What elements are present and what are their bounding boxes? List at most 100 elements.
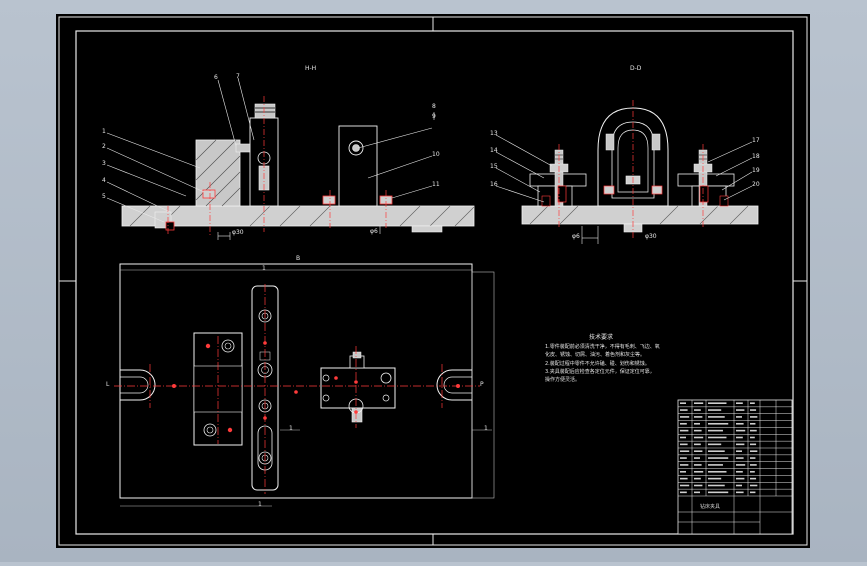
- side-callout-17: 17: [752, 137, 760, 144]
- parts-list-cell-text: [750, 464, 757, 466]
- parts-list-cell-text: [750, 443, 757, 446]
- front-view-title: H-H: [305, 65, 317, 72]
- parts-list-cell-text: [708, 477, 722, 480]
- dim-plan-top: 1: [262, 265, 266, 272]
- parts-list-cell-text: [680, 450, 690, 452]
- parts-list-cell-text: [680, 457, 687, 459]
- parts-list-cell-text: [736, 402, 743, 404]
- parts-list-cell-text: [694, 402, 704, 404]
- parts-list-cell-text: [694, 491, 700, 494]
- side-view-title: D-D: [630, 65, 642, 72]
- parts-list-cell-text: [694, 477, 701, 480]
- parts-list-cell-text: [694, 470, 704, 473]
- dim-front-bottom-left: φ30: [232, 229, 244, 236]
- parts-list-cell-text: [736, 450, 742, 452]
- parts-list-cell-text: [750, 436, 755, 439]
- side-callout-leaders: [495, 134, 753, 203]
- technical-requirements-title: 技术要求: [589, 334, 614, 341]
- plan-right-u-slot: [436, 369, 472, 401]
- parts-list-cell-text: [694, 450, 703, 452]
- front-callout-4: 4: [102, 177, 106, 184]
- front-callout-5: 5: [102, 193, 106, 200]
- side-callout-19: 19: [752, 167, 760, 174]
- parts-list-cell-text: [708, 429, 723, 432]
- side-callout-14: 14: [490, 147, 498, 154]
- parts-list-cell-text: [680, 477, 688, 480]
- parts-list-cell-text: [708, 450, 725, 452]
- side-callout-13: 13: [490, 130, 498, 137]
- front-view: [121, 96, 475, 240]
- plan-view: [114, 263, 495, 507]
- parts-list-cell-text: [680, 416, 690, 418]
- requirement-line: 1.零件装配前必须清洗干净，不得有毛刺、飞边、氧: [545, 344, 660, 351]
- parts-list-cell-text: [708, 416, 725, 418]
- parts-list-cell-text: [750, 422, 756, 425]
- parts-list-cell-text: [694, 436, 704, 439]
- plan-workpiece: [320, 367, 396, 409]
- parts-list-cell-text: [680, 422, 687, 425]
- requirement-line: 3.夹具装配后应检查各定位元件，保证定位可靠，: [545, 368, 655, 375]
- parts-list-cell-text: [680, 429, 689, 432]
- side-callout-15: 15: [490, 163, 498, 170]
- requirement-line: 化皮、锈蚀、切屑、油污、着色剂和灰尘等。: [545, 352, 646, 359]
- parts-list-cell-text: [708, 422, 729, 425]
- parts-list-cell-text: [750, 450, 758, 452]
- requirement-line: 2.装配过程中零件不允许磕、碰、划伤和锈蚀。: [545, 360, 650, 367]
- title-block-heading: 钻床夹具: [700, 504, 721, 510]
- parts-list-cell-text: [694, 484, 703, 487]
- side-callout-16: 16: [490, 181, 498, 188]
- parts-list-cell-text: [736, 477, 745, 480]
- front-callout-3: 3: [102, 160, 106, 167]
- parts-list-cell-text: [680, 464, 689, 466]
- front-callout-8: 8: [432, 103, 436, 110]
- parts-list-cell-text: [736, 429, 746, 432]
- parts-list-cell-text: [708, 491, 729, 494]
- front-callout-7: 7: [236, 73, 240, 80]
- dim-plan-right: P: [480, 381, 484, 388]
- technical-requirements: 技术要求 1.零件装配前必须清洗干净，不得有毛刺、飞边、氧 化皮、锈蚀、切屑、油…: [545, 334, 663, 384]
- parts-list-cell-text: [694, 464, 702, 466]
- title-block: [677, 399, 793, 535]
- parts-list-cell-text: [694, 429, 702, 432]
- parts-list-cell-text: [694, 443, 701, 446]
- parts-list-cell-text: [680, 402, 686, 404]
- parts-list-cell-text: [750, 402, 755, 404]
- parts-list-cell-text: [750, 484, 758, 487]
- parts-list-cell-text: [736, 491, 744, 494]
- parts-list-cell-text: [750, 457, 756, 459]
- parts-list-cell-text: [736, 484, 742, 487]
- parts-list-cell-text: [708, 443, 722, 446]
- front-base-plate: [121, 205, 475, 227]
- front-callout-leaders: [106, 77, 435, 223]
- side-base-plate: [521, 205, 759, 225]
- centering-marks: [59, 17, 807, 545]
- side-callout-20: 20: [752, 181, 760, 188]
- parts-list-cell-text: [694, 416, 703, 418]
- front-callout-6: 6: [214, 74, 218, 81]
- parts-list-cell-text: [736, 464, 746, 466]
- plan-left-u-slot: [120, 369, 156, 401]
- dim-plan-left: L: [106, 381, 110, 388]
- parts-list-cell-text: [708, 436, 727, 439]
- dim-plan-mid-left: 1: [289, 425, 293, 432]
- parts-list-cell-text: [736, 416, 742, 418]
- parts-list-cell-text: [750, 409, 757, 411]
- parts-list-cell-text: [750, 470, 755, 473]
- parts-list-cell-text: [736, 457, 744, 459]
- parts-list-cell-text: [708, 470, 727, 473]
- side-callout-18: 18: [752, 153, 760, 160]
- side-view: [521, 100, 759, 244]
- parts-list-cell-text: [750, 416, 758, 418]
- front-drill-bushing: [254, 103, 276, 119]
- dim-side-bottom: φ6: [572, 233, 580, 240]
- parts-list-cell-text: [708, 484, 725, 487]
- parts-list-cell-text: [736, 409, 745, 411]
- front-callout-9: 9: [432, 113, 436, 120]
- dim-front-bottom-mid: φ6: [370, 228, 378, 235]
- dim-plan-bottom: 1: [258, 501, 262, 508]
- parts-list-cell-text: [750, 477, 757, 480]
- parts-list-cell-text: [736, 443, 745, 446]
- front-key: [411, 225, 443, 233]
